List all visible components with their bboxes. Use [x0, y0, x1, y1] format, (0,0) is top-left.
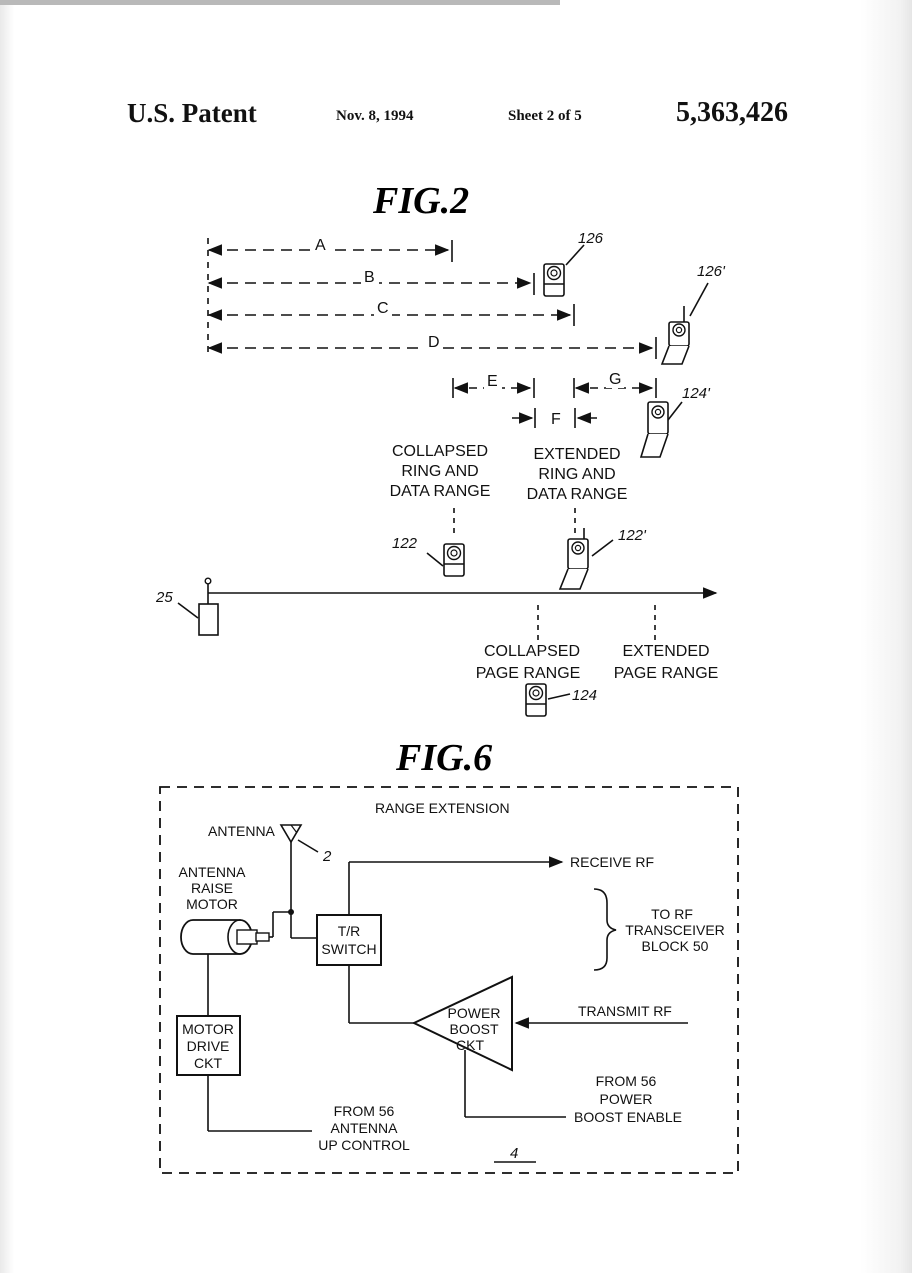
- dimension-f-label: F: [551, 411, 561, 428]
- leader-126p: [690, 283, 708, 316]
- pager-126p-icon: [662, 306, 689, 364]
- power-boost-line-2: BOOST: [449, 1021, 498, 1037]
- base-station-icon: [199, 578, 218, 635]
- from56-power-line-2: POWER: [600, 1091, 653, 1107]
- pager-124-icon: [526, 684, 546, 716]
- extended-ring-line-3: DATA RANGE: [527, 486, 628, 503]
- antenna-motor-line-2: RAISE: [191, 880, 233, 896]
- antenna-icon: [281, 825, 301, 938]
- collapsed-ring-line-2: RING AND: [401, 463, 478, 480]
- junction-dot: [288, 909, 294, 915]
- dimension-e-label: E: [487, 373, 498, 390]
- collapsed-ring-line-1: COLLAPSED: [392, 443, 488, 460]
- transmit-rf-label: TRANSMIT RF: [578, 1003, 672, 1019]
- receive-rf-label: RECEIVE RF: [570, 854, 654, 870]
- antenna-motor-line-3: MOTOR: [186, 896, 238, 912]
- antenna-motor-line-1: ANTENNA: [179, 864, 247, 880]
- extended-ring-line-1: EXTENDED: [533, 446, 620, 463]
- pager-124p-icon: [641, 402, 668, 457]
- leader-25: [178, 603, 198, 618]
- from56-antenna-line-3: UP CONTROL: [318, 1137, 410, 1153]
- motor-drive-line-2: DRIVE: [187, 1038, 230, 1054]
- extended-page-line-1: EXTENDED: [622, 643, 709, 660]
- leader-122p: [592, 540, 613, 556]
- dimension-a-label: A: [315, 237, 326, 254]
- from56-power-line-3: BOOST ENABLE: [574, 1109, 682, 1125]
- ref-126: 126: [578, 230, 604, 247]
- antenna-label: ANTENNA: [208, 823, 276, 839]
- ref-122p: 122': [618, 527, 647, 544]
- collapsed-ring-line-3: DATA RANGE: [390, 483, 491, 500]
- pager-122-icon: [444, 544, 464, 576]
- ref-124: 124: [572, 687, 597, 704]
- range-extension-title: RANGE EXTENSION: [375, 800, 510, 816]
- motor-drive-line-3: CKT: [194, 1055, 222, 1071]
- antenna-motor-icon: [181, 920, 269, 954]
- to-rf-line-2: TRANSCEIVER: [625, 922, 725, 938]
- pager-122p-icon: [560, 528, 588, 589]
- extended-page-line-2: PAGE RANGE: [614, 665, 719, 682]
- ref-25: 25: [155, 589, 173, 606]
- tr-switch-line-1: T/R: [338, 923, 361, 939]
- to-rf-line-1: TO RF: [651, 906, 693, 922]
- ref-2: 2: [322, 848, 332, 865]
- pager-126-icon: [544, 264, 564, 296]
- motor-drive-line-1: MOTOR: [182, 1021, 234, 1037]
- collapsed-page-line-2: PAGE RANGE: [476, 665, 581, 682]
- power-boost-line-3: CKT: [456, 1037, 484, 1053]
- leader-126: [566, 245, 584, 265]
- ref-122: 122: [392, 535, 418, 552]
- leader-124p: [668, 402, 682, 420]
- tr-switch-line-2: SWITCH: [321, 941, 376, 957]
- dimension-g-label: G: [609, 371, 621, 388]
- dimension-d-label: D: [428, 334, 440, 351]
- leader-124: [548, 694, 570, 699]
- from56-antenna-line-1: FROM 56: [334, 1103, 395, 1119]
- collapsed-page-line-1: COLLAPSED: [484, 643, 580, 660]
- leader-2: [298, 840, 318, 852]
- to-rf-line-3: BLOCK 50: [642, 938, 709, 954]
- from56-antenna-line-2: ANTENNA: [331, 1120, 399, 1136]
- power-boost-line-1: POWER: [448, 1005, 501, 1021]
- transceiver-brace: [594, 889, 616, 970]
- fig2-title: FIG.2: [372, 180, 469, 222]
- ref-126p: 126': [697, 263, 726, 280]
- leader-122: [427, 553, 443, 566]
- dimension-c-label: C: [377, 300, 389, 317]
- ref-124p: 124': [682, 385, 711, 402]
- from56-power-line-1: FROM 56: [596, 1073, 657, 1089]
- dimension-b-label: B: [364, 269, 375, 286]
- fig6-title: FIG.6: [395, 737, 492, 779]
- ref-4: 4: [510, 1145, 518, 1162]
- extended-ring-line-2: RING AND: [538, 466, 615, 483]
